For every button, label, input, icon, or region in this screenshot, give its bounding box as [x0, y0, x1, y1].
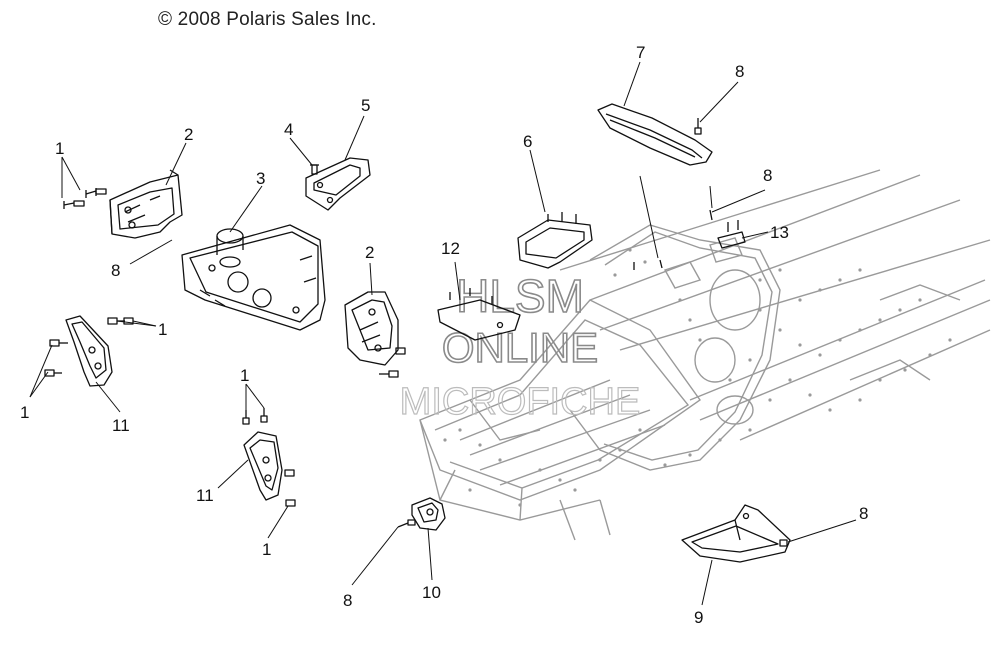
copyright-notice: © 2008 Polaris Sales Inc.	[158, 9, 377, 30]
callout-11-mid: 11	[196, 486, 214, 505]
watermark-line-1: HLSM	[456, 270, 584, 322]
callout-1-bottom: 1	[262, 540, 271, 559]
callout-1-left: 1	[20, 403, 29, 422]
watermark: HLSM ONLINE MICROFICHE	[399, 269, 641, 423]
part-1-bolts-upper-left	[63, 188, 107, 209]
callout-12: 12	[441, 239, 460, 258]
callout-8-bottom: 8	[343, 591, 352, 610]
part-12-plate	[437, 288, 521, 341]
part-8-fastener-far	[779, 539, 788, 547]
callout-13: 13	[770, 223, 789, 242]
callout-numbers: 1 2 3 4 5 6 7 8 8 13 8 12 2 1 1 11 1 11 …	[20, 43, 868, 627]
part-4-bolt	[310, 164, 319, 175]
part-10-cover	[411, 497, 446, 531]
part-5-shield	[305, 157, 371, 211]
callout-1-midright: 1	[158, 320, 167, 339]
watermark-line-2: ONLINE	[442, 324, 598, 371]
part-1-bolts-mid	[379, 347, 406, 378]
part-2-bracket-upper	[109, 169, 183, 239]
callout-2-mid: 2	[365, 243, 374, 262]
callout-8-far: 8	[859, 504, 868, 523]
part-7-rail-cover	[597, 103, 713, 166]
callout-10: 10	[422, 583, 441, 602]
callout-1-midlow: 1	[240, 366, 249, 385]
callout-9: 9	[694, 608, 703, 627]
callout-8-right: 8	[763, 166, 772, 185]
callout-8-left: 8	[111, 261, 120, 280]
part-1-bolts-midlow	[242, 408, 296, 507]
part-6-plate	[517, 212, 593, 269]
callout-4: 4	[284, 120, 293, 139]
chassis-frame	[419, 169, 991, 541]
part-13-bracket	[717, 220, 746, 249]
part-11-bracket-left	[65, 315, 113, 387]
callout-5: 5	[361, 96, 370, 115]
callout-2-top: 2	[184, 125, 193, 144]
callout-7: 7	[636, 43, 645, 62]
part-11-bracket-mid	[243, 431, 283, 501]
part-3-housing	[181, 224, 326, 331]
callout-6: 6	[523, 132, 532, 151]
part-9-skid-plate	[681, 504, 791, 563]
part-8-fastener-top	[694, 118, 702, 135]
callout-1-top: 1	[55, 139, 64, 158]
part-8-pins-frame	[633, 209, 713, 270]
callout-8-top: 8	[735, 62, 744, 81]
leader-lines	[29, 61, 857, 606]
part-2-bracket-mid	[344, 291, 399, 366]
watermark-line-3: MICROFICHE	[400, 381, 641, 423]
part-1-bolts-left	[44, 317, 134, 377]
part-8-fastener-bottom	[397, 519, 416, 528]
callout-3: 3	[256, 169, 265, 188]
callout-11-left: 11	[112, 416, 130, 435]
